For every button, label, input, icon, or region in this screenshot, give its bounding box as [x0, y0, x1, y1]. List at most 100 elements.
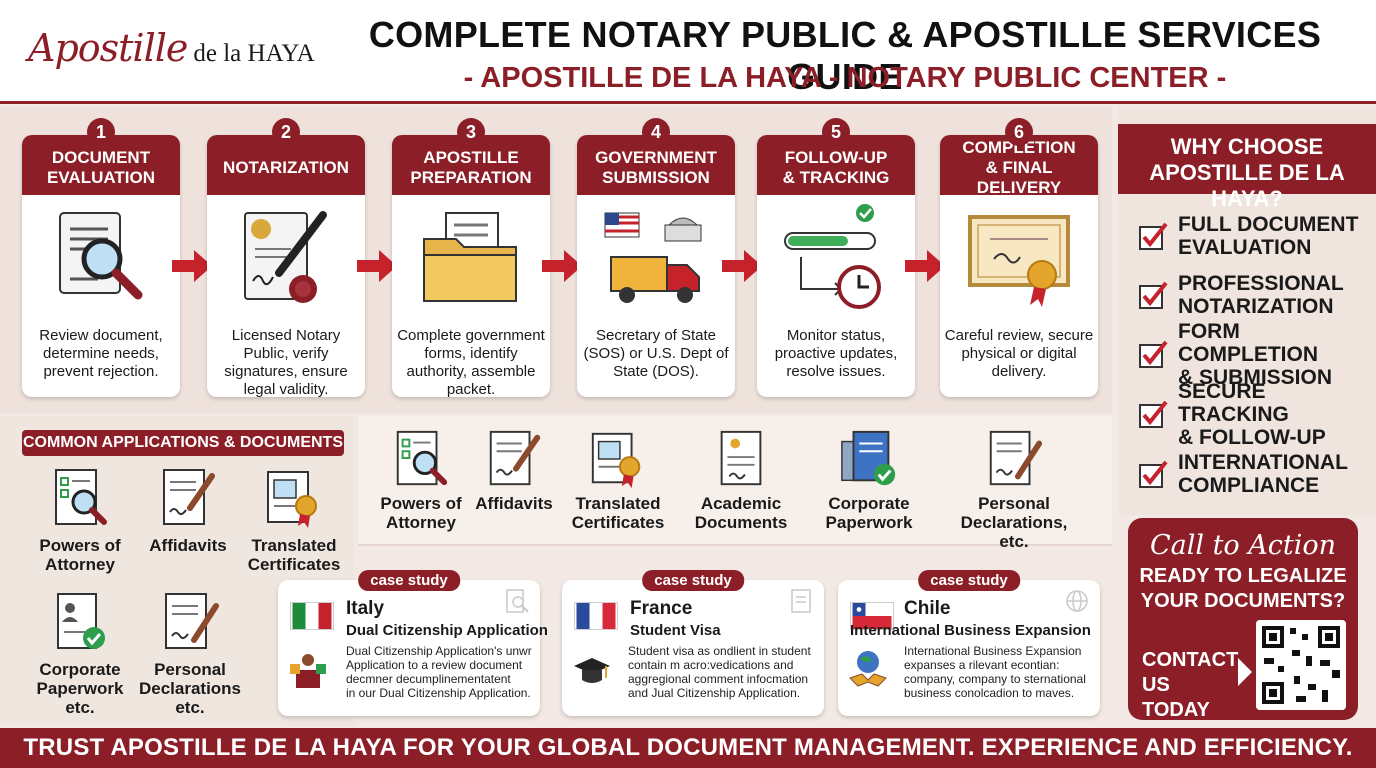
- step-description: Licensed Notary Public, verify signature…: [224, 327, 348, 398]
- why-choose-title: WHY CHOOSE APOSTILLE DE LA HAYA?: [1118, 124, 1376, 211]
- italy-flag: [290, 602, 334, 630]
- checkbox-icon: [1139, 400, 1168, 428]
- step-document-evaluation: DOCUMENT EVALUATION 1 Review document, d…: [22, 118, 180, 397]
- certificate-icon: [968, 215, 1070, 307]
- call-to-action-panel[interactable]: Call to Action READY TO LEGALIZE YOUR DO…: [1128, 518, 1358, 721]
- checkbox-icon: [1139, 222, 1168, 250]
- globe-icon: [1066, 590, 1088, 612]
- case-study-tag: case study: [642, 570, 744, 591]
- document-type-item: Academic Documents: [676, 428, 806, 532]
- step-number: 1: [87, 118, 115, 146]
- document-type-label: Affidavits: [475, 494, 553, 513]
- magnifier-document-icon: [59, 212, 143, 300]
- footer-banner: TRUST APOSTILLE DE LA HAYA FOR YOUR GLOB…: [0, 728, 1376, 768]
- document-type-label: Personal Declarations, etc.: [960, 494, 1068, 551]
- cta-title: Call to Action: [1149, 530, 1337, 561]
- certificate-ribbon-icon: [267, 471, 317, 528]
- page-title: COMPLETE NOTARY PUBLIC & APOSTILLE SERVI…: [368, 14, 1322, 97]
- logo-rest-text: de la HAYA: [193, 40, 315, 67]
- application-item: Translated Certificates: [234, 466, 354, 574]
- checkbox-icon: [1139, 281, 1168, 309]
- person-document-check-icon: [57, 593, 105, 649]
- case-study-title: Dual Citizenship Application: [346, 622, 548, 639]
- case-study-card[interactable]: case study Italy Dual Citizenship Applic…: [278, 570, 548, 716]
- case-study-country: Italy: [346, 598, 385, 619]
- case-study-country: France: [630, 598, 693, 619]
- corporate-document-check-icon: [841, 430, 896, 486]
- common-applications-title: COMMON APPLICATIONS & DOCUMENTS: [22, 430, 344, 456]
- application-label: Affidavits: [149, 536, 227, 555]
- checklist-magnifier-icon: [55, 469, 107, 525]
- document-type-item: Affidavits: [449, 428, 579, 513]
- step-number: 4: [642, 118, 670, 146]
- application-label: Corporate Paperwork etc.: [36, 660, 124, 717]
- application-label: Translated Certificates: [247, 536, 341, 574]
- brand-logo[interactable]: Apostille de la HAYA: [28, 26, 315, 76]
- podium-speaker-icon: [290, 654, 326, 688]
- graduation-cap-icon: [574, 658, 610, 683]
- signature-document-icon: [165, 593, 219, 649]
- document-pen-icon: [163, 469, 215, 525]
- case-study-card[interactable]: case study France Student Visa Student v…: [562, 570, 824, 716]
- application-label: Powers of Attorney: [39, 536, 121, 574]
- step-follow-up-tracking: FOLLOW-UP & TRACKING 5 Monitor status, p…: [757, 118, 915, 397]
- page-subtitle: - APOSTILLE DE LA HAYA - NOTARY PUBLIC C…: [463, 62, 1227, 94]
- document-type-label: Powers of Attorney: [380, 494, 462, 532]
- academic-certificate-icon: [720, 430, 762, 486]
- arrow-right-icon: [542, 250, 582, 282]
- case-study-tag: case study: [358, 570, 460, 591]
- case-study-title: International Business Expansion: [850, 622, 1091, 639]
- step-notarization: NOTARIZATION 2 Licensed Notary Public, v…: [207, 118, 365, 398]
- application-item: Affidavits: [128, 466, 248, 555]
- document-icon: [791, 589, 811, 613]
- why-item-label: INTERNATIONAL COMPLIANCE: [1178, 451, 1348, 497]
- why-item: SECURE TRACKING & FOLLOW-UP: [1138, 380, 1370, 449]
- step-number: 2: [272, 118, 300, 146]
- step-completion-delivery: COMPLETION & FINAL DELIVERY 6 Careful re…: [940, 118, 1098, 397]
- step-title: COMPLETION & FINAL DELIVERY: [940, 135, 1098, 197]
- why-item: FULL DOCUMENT EVALUATION: [1138, 212, 1370, 260]
- logo-script-text: Apostille: [28, 26, 188, 70]
- application-item: Corporate Paperwork etc.: [20, 590, 140, 717]
- application-item: Personal Declarations etc.: [130, 590, 250, 717]
- step-description: Monitor status, proactive updates, resol…: [774, 327, 898, 380]
- arrow-right-icon: [722, 250, 762, 282]
- certificate-ribbon-icon: [591, 432, 641, 489]
- case-study-body: Dual Citizenship Application's unwr Appl…: [346, 644, 532, 700]
- checkbox-icon: [1139, 340, 1168, 368]
- why-item: PROFESSIONAL NOTARIZATION: [1138, 271, 1370, 319]
- application-label: Personal Declarations etc.: [138, 660, 242, 717]
- qr-code-icon[interactable]: [1256, 620, 1346, 710]
- document-type-item: Personal Declarations, etc.: [948, 428, 1080, 551]
- document-pen-icon: [489, 430, 541, 486]
- document-type-item: Corporate Paperwork: [804, 428, 934, 532]
- magnifier-document-icon: [506, 589, 529, 613]
- folder-icon: [423, 212, 517, 302]
- why-item: FORM COMPLETION & SUBMISSION: [1138, 320, 1370, 389]
- contact-us-link[interactable]: CONTACT US TODAY: [1142, 649, 1239, 721]
- france-flag: [574, 602, 618, 630]
- application-item: Powers of Attorney: [20, 466, 140, 574]
- step-number: 5: [822, 118, 850, 146]
- case-study-body: International Business Expansion expanse…: [904, 644, 1086, 700]
- case-study-title: Student Visa: [630, 622, 721, 639]
- why-item-label: SECURE TRACKING & FOLLOW-UP: [1178, 379, 1326, 449]
- truck-capitol-icon: [604, 212, 702, 303]
- why-item: INTERNATIONAL COMPLIANCE: [1138, 450, 1370, 498]
- header: Apostille de la HAYA COMPLETE NOTARY PUB…: [0, 0, 1376, 104]
- step-apostille-preparation: APOSTILLE PREPARATION 3 Complete governm…: [392, 118, 550, 398]
- arrow-right-icon: [905, 250, 945, 282]
- document-type-label: Corporate Paperwork: [825, 494, 913, 532]
- step-description: Review document, determine needs, preven…: [39, 327, 163, 380]
- case-study-card[interactable]: case study Chile International Business …: [838, 570, 1100, 716]
- progress-clock-icon: [784, 204, 881, 309]
- why-item-label: PROFESSIONAL NOTARIZATION: [1178, 272, 1344, 318]
- cta-subtitle: READY TO LEGALIZE YOUR DOCUMENTS?: [1139, 565, 1347, 612]
- step-number: 3: [457, 118, 485, 146]
- checkbox-icon: [1139, 460, 1168, 488]
- document-type-label: Translated Certificates: [571, 494, 665, 532]
- why-item-label: FULL DOCUMENT EVALUATION: [1178, 213, 1359, 259]
- document-type-item: Powers of Attorney: [356, 428, 486, 532]
- document-type-item: Translated Certificates: [553, 428, 683, 532]
- case-study-tag: case study: [918, 570, 1020, 591]
